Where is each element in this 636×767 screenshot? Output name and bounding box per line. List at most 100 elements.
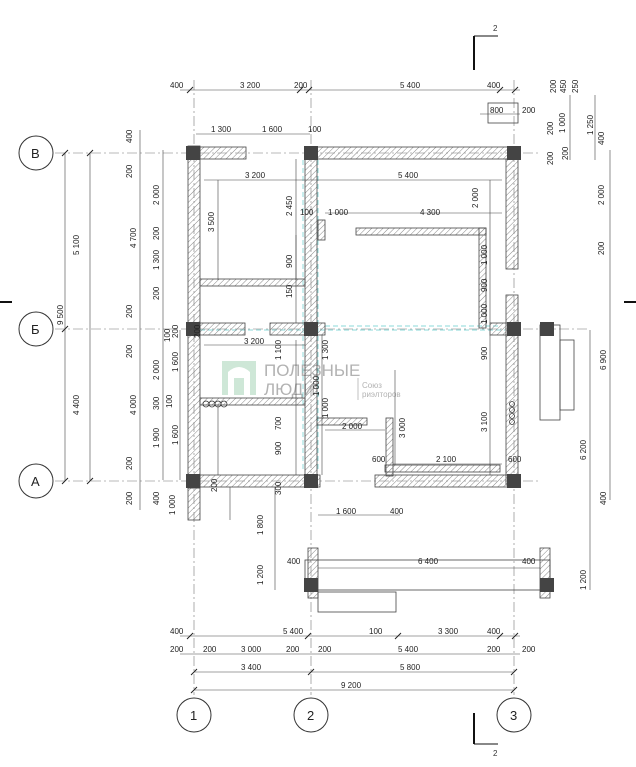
dim-i32: 400	[287, 557, 301, 566]
dim-i6: 1 000	[328, 208, 349, 217]
dim-i2: 5 400	[398, 171, 419, 180]
dim-t7: 1 600	[262, 125, 283, 134]
dim-i11: 150	[285, 284, 294, 298]
dim-i15: 1 300	[321, 339, 330, 360]
dim-l15: 300	[152, 396, 161, 410]
dim-r7: 200	[546, 151, 555, 165]
axis-bubbles	[18, 135, 532, 733]
dim-l25: 1 600	[171, 424, 180, 445]
dim-r11: 200	[597, 241, 606, 255]
dim-i3: 3 500	[207, 211, 216, 232]
section-mark-bottom: 2	[493, 749, 498, 758]
dim-i34: 400	[522, 557, 536, 566]
dim-b10: 200	[318, 645, 332, 654]
dim-b8: 3 000	[241, 645, 262, 654]
watermark-sub1: Союз	[362, 381, 382, 390]
dim-i9: 900	[285, 254, 294, 268]
dimension-labels: 400 3 200 200 5 400 400 1 300 1 600 100 …	[56, 79, 608, 690]
dim-i25: 2 100	[436, 455, 457, 464]
dim-r2: 450	[559, 79, 568, 93]
dim-b9: 200	[286, 645, 300, 654]
dim-t3: 200	[294, 81, 308, 90]
dim-t4: 5 400	[400, 81, 421, 90]
dim-b15: 5 800	[400, 663, 421, 672]
dim-r15: 1 200	[579, 569, 588, 590]
dim-r10: 2 000	[597, 184, 606, 205]
dim-t2: 3 200	[240, 81, 261, 90]
dim-l18: 200	[125, 491, 134, 505]
dim-i31: 1 800	[256, 514, 265, 535]
dim-l13: 4 000	[129, 394, 138, 415]
watermark-door-icon	[228, 367, 250, 395]
dim-i36: 1 000	[312, 375, 321, 396]
dim-i26: 600	[508, 455, 522, 464]
dim-i17: 900	[480, 346, 489, 360]
dim-l3: 2 000	[152, 184, 161, 205]
dim-r1: 200	[549, 79, 558, 93]
dim-l20: 1 000	[168, 494, 177, 515]
dim-b5: 400	[487, 627, 501, 636]
dim-l11: 200	[125, 344, 134, 358]
dim-r8: 200	[561, 146, 570, 160]
dim-l22: 100	[163, 328, 172, 342]
dim-r12: 6 900	[599, 349, 608, 370]
dim-l23: 1 600	[171, 351, 180, 372]
dim-i13: 3 200	[244, 337, 265, 346]
dimension-lines	[64, 89, 611, 691]
dim-r4: 200	[546, 121, 555, 135]
dim-l2: 200	[125, 164, 134, 178]
dim-i4: 2 450	[285, 195, 294, 216]
dim-l24: 100	[165, 394, 174, 408]
dim-b12: 200	[487, 645, 501, 654]
section-mark-top: 2	[493, 24, 498, 33]
dim-r6: 1 250	[586, 114, 595, 135]
dim-l8: 5 100	[72, 234, 81, 255]
dim-b13: 200	[522, 645, 536, 654]
dim-i30: 400	[390, 507, 404, 516]
dim-t8: 100	[308, 125, 322, 134]
dim-i37: 200	[193, 324, 202, 338]
dim-r5: 1 000	[558, 112, 567, 133]
dim-l16: 1 900	[152, 427, 161, 448]
watermark-sub2: риэлторов	[362, 390, 401, 399]
dim-l1: 400	[125, 129, 134, 143]
dim-i16: 1 000	[480, 303, 489, 324]
axis-label-col-3: 3	[510, 708, 517, 723]
dim-l9: 200	[125, 304, 134, 318]
dim-i35: 1 200	[256, 564, 265, 585]
dim-i21: 3 100	[480, 411, 489, 432]
dim-b6: 200	[170, 645, 184, 654]
dim-t6: 1 300	[211, 125, 232, 134]
dim-t10: 200	[522, 106, 536, 115]
dim-t1: 400	[170, 81, 184, 90]
dim-i27: 300	[274, 481, 283, 495]
dim-i12: 900	[480, 278, 489, 292]
dim-l6: 200	[152, 286, 161, 300]
watermark-line2: ЛЮДИ	[264, 380, 315, 399]
dim-i29: 1 600	[336, 507, 357, 516]
dim-l5: 1 300	[152, 249, 161, 270]
dim-i19: 2 000	[342, 422, 363, 431]
dim-t5: 400	[487, 81, 501, 90]
dim-b7: 200	[203, 645, 217, 654]
axis-label-col-2: 2	[307, 708, 314, 723]
axis-label-row-v: В	[31, 146, 40, 161]
dim-l10: 9 500	[56, 304, 65, 325]
dim-i20: 3 000	[398, 417, 407, 438]
dim-i7: 4 300	[420, 208, 441, 217]
dim-b11: 5 400	[398, 645, 419, 654]
dim-i23: 900	[274, 441, 283, 455]
dim-t9: 800	[490, 106, 504, 115]
dim-l19: 400	[152, 491, 161, 505]
dim-l17: 200	[125, 456, 134, 470]
dim-i14: 1 100	[274, 339, 283, 360]
section-marks	[0, 35, 636, 745]
dim-r13: 6 200	[579, 439, 588, 460]
dim-b14: 3 400	[241, 663, 262, 672]
dim-l4: 200	[152, 226, 161, 240]
dim-i8: 2 000	[471, 187, 480, 208]
radiators	[202, 400, 515, 425]
walls	[187, 145, 551, 599]
dim-l7: 4 700	[129, 227, 138, 248]
dim-b2: 5 400	[283, 627, 304, 636]
